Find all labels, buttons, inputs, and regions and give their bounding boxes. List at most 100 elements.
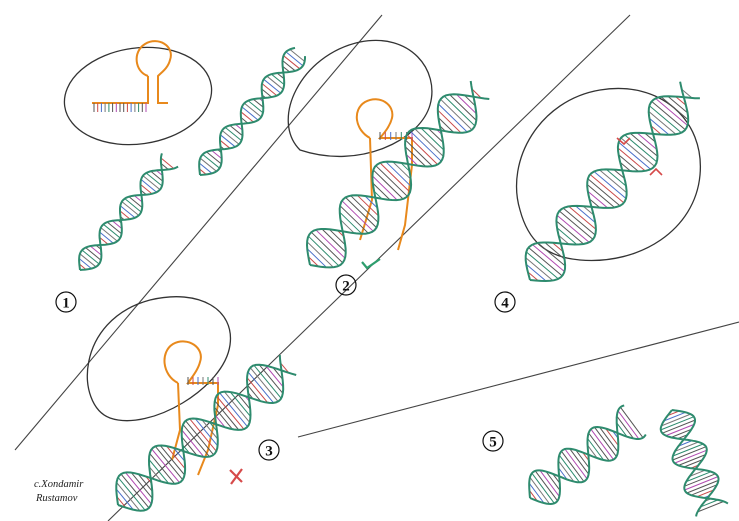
base-pair <box>605 428 619 446</box>
base-pair <box>166 445 186 470</box>
step-label-4: 4 <box>501 296 509 312</box>
base-pair <box>672 446 707 461</box>
base-pair <box>568 206 597 230</box>
base-pair <box>671 428 692 438</box>
base-pair <box>229 125 243 137</box>
artist-signature: c.Xondamir Rustamov <box>34 479 84 504</box>
base-pair <box>593 171 627 199</box>
base-pair <box>529 477 551 505</box>
base-pair <box>148 459 169 484</box>
dna-helix <box>524 81 700 283</box>
base-pair <box>404 146 426 167</box>
base-pair <box>528 482 545 504</box>
base-pair <box>558 235 570 245</box>
base-pair <box>373 190 383 200</box>
base-pair <box>240 117 249 124</box>
base-pair <box>271 73 285 85</box>
base-pair <box>599 169 628 194</box>
base-pair <box>214 400 240 431</box>
base-pair <box>261 88 273 98</box>
check-mark-icon <box>361 258 381 270</box>
base-pair <box>406 134 438 165</box>
base-pair <box>655 98 688 126</box>
base-pair <box>90 245 102 256</box>
base-pair <box>154 445 184 481</box>
panel-4: 4 <box>494 81 701 313</box>
base-pair <box>556 227 578 245</box>
dna-backbone <box>524 95 700 281</box>
base-pair <box>588 432 610 461</box>
base-pair <box>414 128 444 157</box>
base-pair <box>605 169 627 187</box>
base-pair <box>372 175 398 201</box>
base-pair <box>243 102 262 118</box>
base-pair <box>220 134 236 148</box>
base-pair <box>464 94 476 107</box>
base-pair <box>265 365 284 388</box>
base-pair <box>315 229 346 259</box>
base-pair <box>246 384 262 402</box>
base-pair <box>544 242 565 260</box>
base-pair <box>249 367 279 402</box>
step-marker-5 <box>482 430 504 452</box>
base-pair <box>392 161 412 180</box>
base-pair <box>137 473 153 492</box>
base-pair <box>345 197 377 228</box>
base-pair <box>240 111 254 123</box>
dna-helix <box>78 153 179 271</box>
base-pair <box>405 154 419 166</box>
panel-1: 1 <box>55 40 306 313</box>
base-pair <box>686 471 712 483</box>
base-pair <box>527 271 539 282</box>
base-pair <box>241 106 259 121</box>
base-pair <box>590 428 614 460</box>
base-pair <box>124 198 142 213</box>
base-pair <box>125 472 152 505</box>
base-pair <box>575 449 590 469</box>
base-pair <box>587 178 621 207</box>
base-pair <box>587 445 598 459</box>
guide-rna-hairpin <box>135 40 172 104</box>
panel-dividers <box>14 14 739 521</box>
cut-site-marks <box>616 137 663 176</box>
base-pair <box>616 422 628 437</box>
base-pair <box>341 200 374 232</box>
base-pair <box>558 210 594 240</box>
base-pair <box>674 441 699 452</box>
divider-line-2 <box>107 14 631 521</box>
base-pair <box>471 88 482 99</box>
base-pair <box>599 426 619 453</box>
base-pair <box>619 406 644 438</box>
dna-backbone <box>79 165 179 271</box>
base-pair <box>209 421 218 432</box>
base-pair <box>216 395 245 430</box>
base-pair <box>663 411 686 422</box>
base-pair <box>661 413 691 427</box>
base-pair <box>686 479 719 494</box>
base-pair <box>308 235 340 267</box>
base-pair <box>99 231 114 244</box>
base-pair <box>206 151 222 165</box>
base-pair <box>650 125 662 135</box>
base-pair <box>564 448 588 479</box>
base-pair <box>534 470 558 502</box>
base-pair <box>624 134 658 163</box>
guide-rna-strand <box>92 76 149 104</box>
base-pair <box>103 223 121 239</box>
base-pair <box>289 49 305 62</box>
base-pair <box>684 473 716 487</box>
base-pair <box>253 364 282 399</box>
dna-backbone <box>115 363 297 506</box>
cas9-protein-outline <box>287 39 433 158</box>
base-pair <box>272 367 283 380</box>
base-pair <box>261 83 278 96</box>
guide-rna-complex <box>92 40 172 112</box>
base-pair <box>558 454 580 483</box>
base-pair <box>235 123 243 131</box>
step-label-2: 2 <box>342 279 350 295</box>
guide-rna-complex <box>163 340 219 476</box>
base-pair <box>438 103 468 133</box>
base-pair <box>456 94 477 114</box>
panel-3: 3 <box>86 296 297 512</box>
